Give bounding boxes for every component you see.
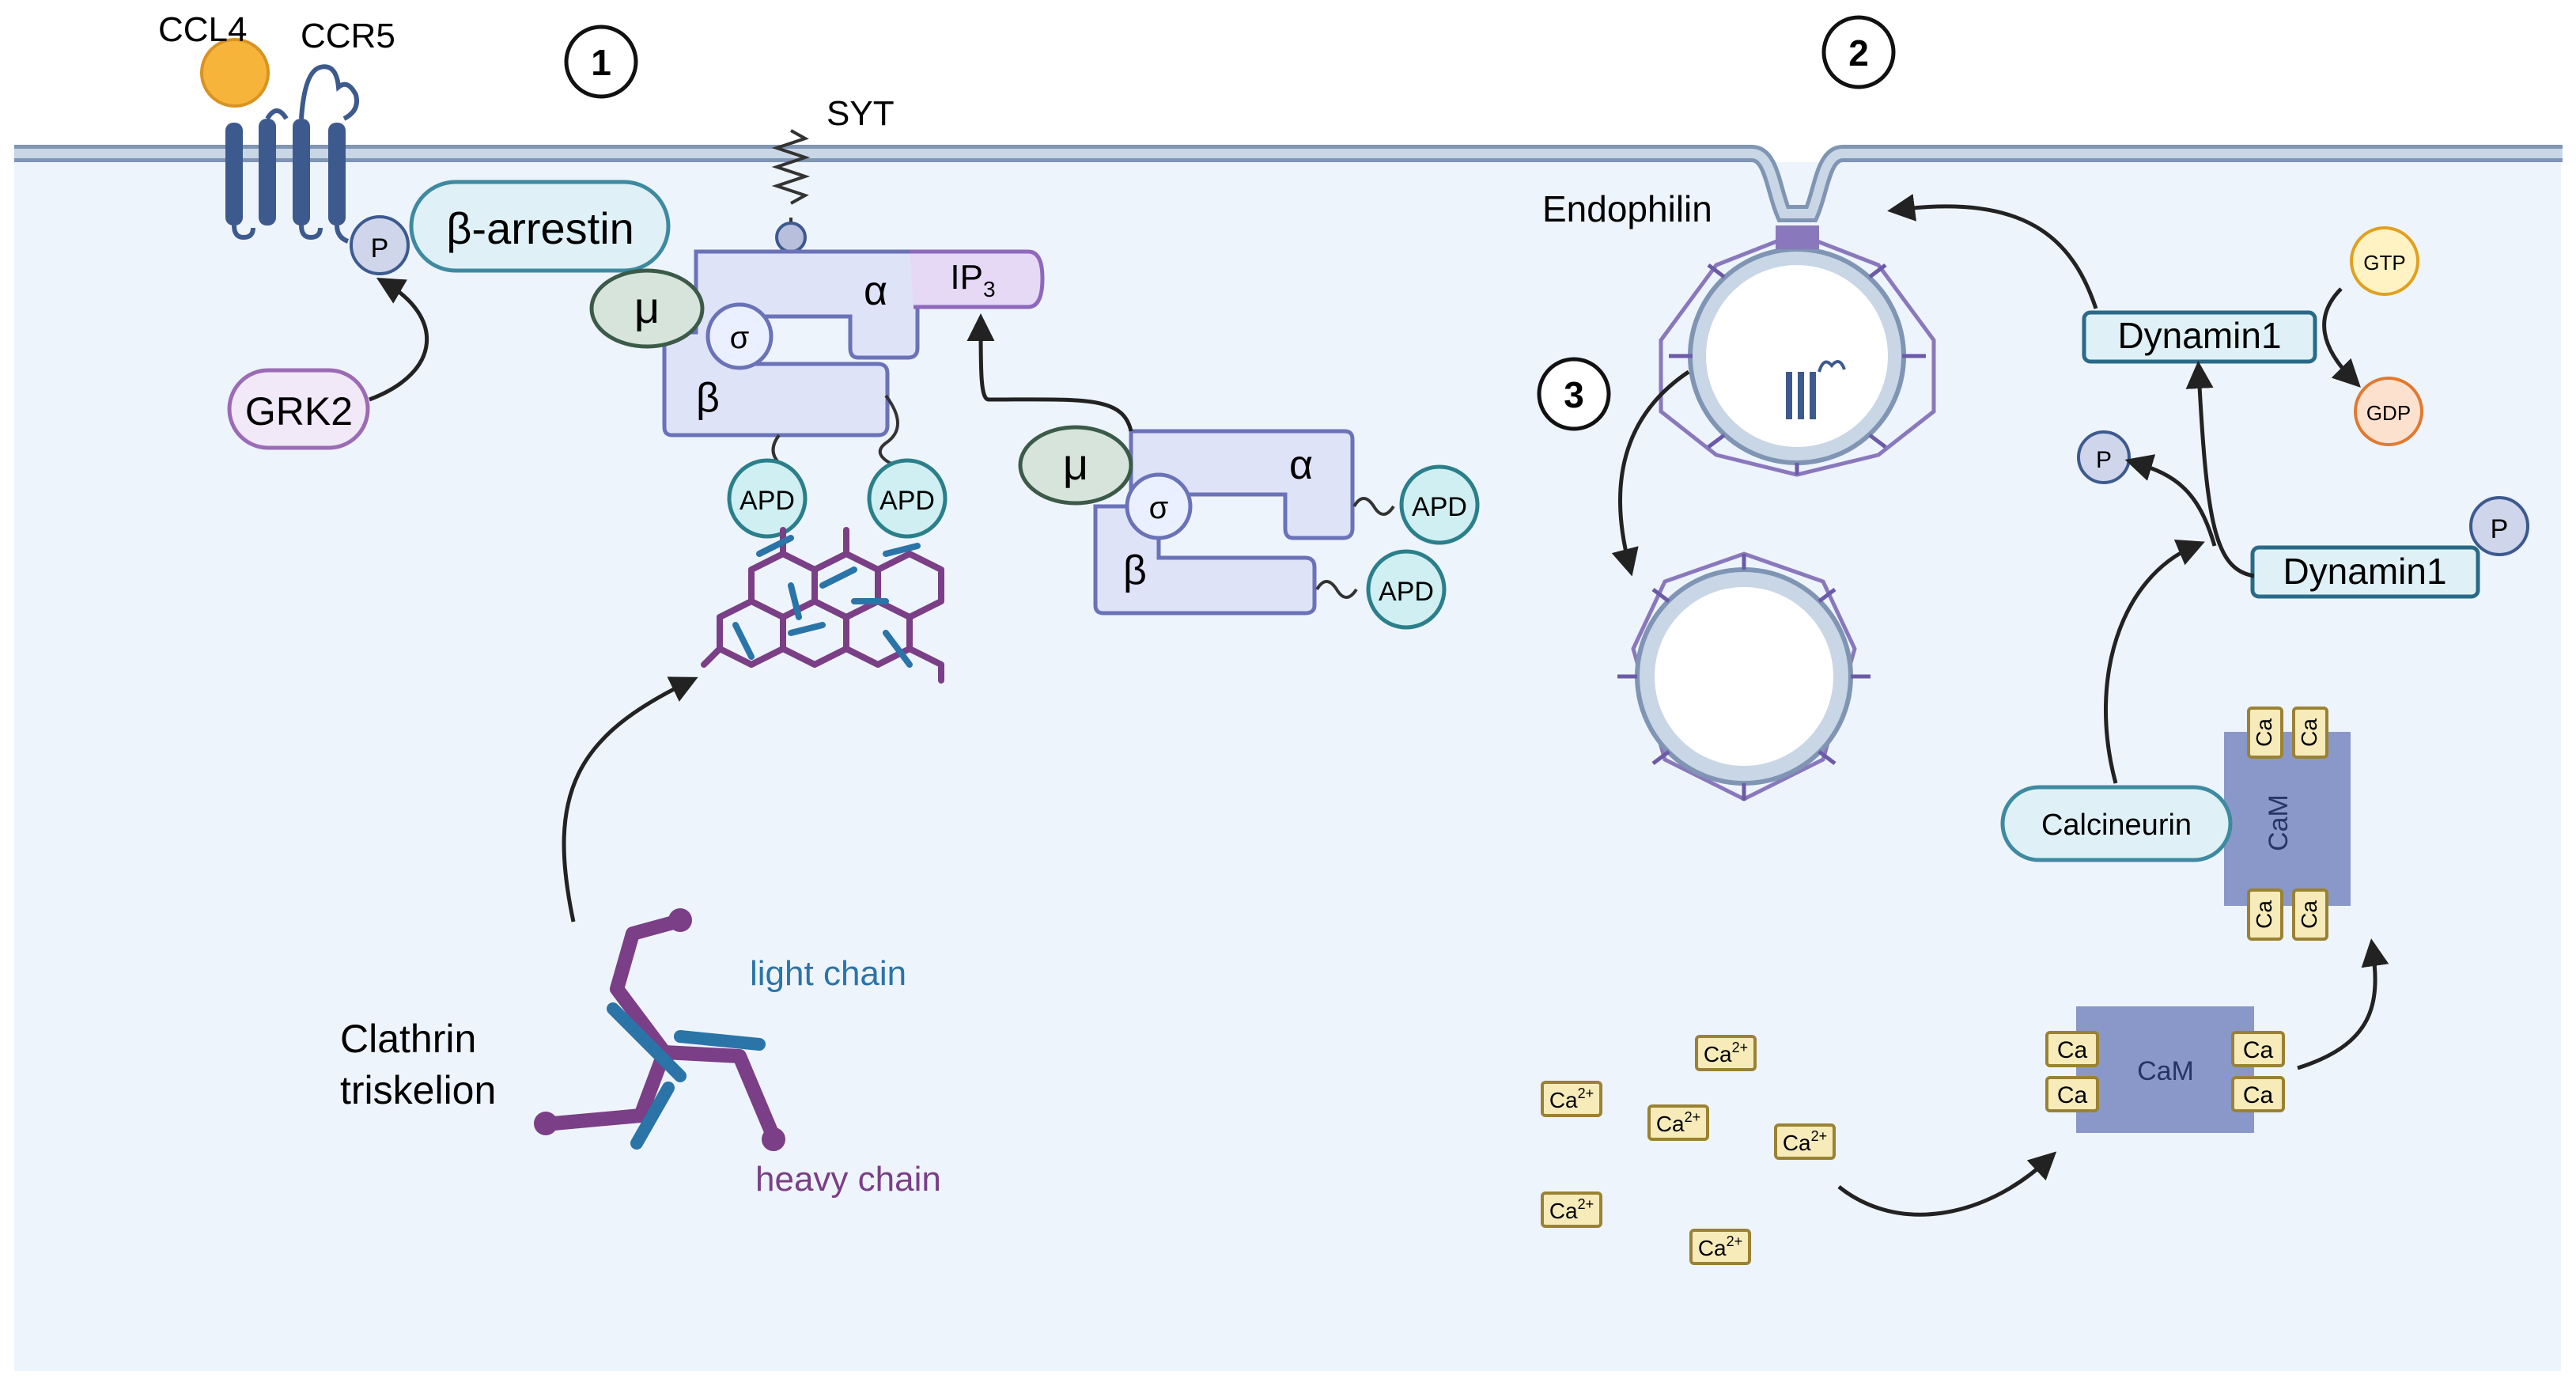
apd-right: APD: [867, 394, 948, 539]
svg-text:Ca2+: Ca2+: [1704, 1040, 1748, 1066]
svg-text:σ: σ: [730, 320, 750, 355]
svg-text:P: P: [2491, 514, 2509, 544]
svg-text:Ca2+: Ca2+: [1698, 1233, 1742, 1260]
svg-text:σ: σ: [1149, 491, 1169, 525]
ccl4-label: CCL4: [158, 10, 248, 49]
svg-text:μ: μ: [1063, 439, 1088, 489]
syt-label: SYT: [827, 94, 895, 133]
dynamin1-dephosphorylated: Dynamin1: [2082, 310, 2317, 364]
calcium-binding-arrow: [1837, 1151, 2057, 1217]
svg-text:Ca: Ca: [2252, 900, 2276, 929]
svg-text:IP3: IP3: [950, 258, 995, 301]
ccr5-receptor: [225, 64, 359, 244]
gdp: GDP: [2354, 377, 2423, 446]
endophilin-label: Endophilin: [1542, 188, 1712, 229]
syt: [771, 129, 811, 253]
svg-text:Ca: Ca: [2243, 1037, 2274, 1063]
budding-vesicle: [1659, 225, 1936, 477]
cytoplasm: [14, 162, 2561, 1371]
svg-text:1: 1: [591, 42, 611, 83]
grk2: GRK2: [227, 368, 370, 450]
svg-text:GRK2: GRK2: [245, 389, 353, 434]
ap2-to-ip3-arrow: [966, 313, 1133, 432]
apd-left: APD: [727, 434, 808, 539]
svg-text:Ca2+: Ca2+: [1549, 1196, 1594, 1223]
svg-text:Ca2+: Ca2+: [1656, 1109, 1700, 1136]
svg-text:μ: μ: [634, 282, 660, 332]
step-3-marker: 3: [1537, 357, 1611, 431]
dynamin1-phosphorylated: Dynamin1 P: [2250, 496, 2529, 599]
receptor-phosphate: P: [350, 215, 410, 275]
clathrin-triskelion: [534, 908, 785, 1151]
svg-text:2: 2: [1848, 32, 1869, 74]
triskelion-to-lattice-arrow: [562, 676, 698, 922]
svg-text:Ca: Ca: [2057, 1082, 2088, 1108]
svg-text:α: α: [1289, 442, 1313, 488]
svg-text:β: β: [696, 375, 720, 421]
vesicle-release-arrow: [1611, 369, 1690, 577]
svg-text:P: P: [2096, 447, 2112, 473]
clathrin-lattice: [701, 527, 944, 684]
svg-text:Ca2+: Ca2+: [1549, 1085, 1594, 1112]
step-2-marker: 2: [1821, 15, 1896, 89]
svg-text:APD: APD: [1412, 492, 1467, 522]
svg-text:Ca: Ca: [2243, 1082, 2274, 1108]
svg-text:Ca: Ca: [2297, 718, 2321, 747]
gtp-to-gdp-arrow: [2322, 287, 2361, 388]
svg-text:β: β: [1123, 547, 1147, 593]
clathrin-label: Clathrin triskelion: [340, 1017, 496, 1112]
plasma-membrane: [14, 145, 2563, 222]
ccl4-ligand: [200, 38, 270, 108]
step-1-marker: 1: [564, 25, 638, 99]
svg-text:CaM: CaM: [2137, 1056, 2194, 1086]
calcium-ion: Ca2+: [1695, 1035, 1757, 1071]
free-vesicle: [1617, 551, 1871, 801]
dynamin-to-endophilin-arrow: [1887, 194, 2098, 309]
cam-horizontal: CaM Ca Ca Ca Ca: [2045, 1006, 2285, 1133]
calcium-ion: Ca2+: [1541, 1081, 1602, 1117]
svg-text:3: 3: [1564, 374, 1584, 415]
beta-arrestin: β-arrestin: [409, 180, 671, 273]
svg-text:Dynamin1: Dynamin1: [2117, 315, 2281, 356]
released-phosphate: P: [2077, 430, 2131, 484]
svg-text:P: P: [371, 233, 389, 263]
calcium-ion: Ca2+: [1689, 1229, 1751, 1265]
ap2-complex-free: μ σ α β: [1018, 425, 1355, 616]
apd-free-upper: APD: [1352, 464, 1480, 545]
svg-text:Ca2+: Ca2+: [1783, 1128, 1827, 1155]
calcineurin-to-dynamin-arrow: [2104, 540, 2205, 784]
light-chain-label: light chain: [750, 954, 906, 993]
cam-activation-arrow: [2297, 938, 2389, 1070]
cam-vertical: CaM Ca Ca Ca Ca: [2224, 707, 2351, 941]
ccr5-label: CCR5: [301, 17, 395, 55]
svg-text:GDP: GDP: [2366, 401, 2411, 425]
svg-text:APD: APD: [1379, 577, 1434, 607]
grk2-to-phosphate-arrow: [369, 277, 429, 402]
svg-text:β-arrestin: β-arrestin: [446, 203, 634, 253]
calcium-ion: Ca2+: [1541, 1191, 1602, 1228]
svg-text:Ca: Ca: [2252, 718, 2276, 747]
svg-text:CaM: CaM: [2264, 794, 2294, 851]
calcineurin: Calcineurin: [2000, 785, 2233, 862]
svg-text:Calcineurin: Calcineurin: [2041, 809, 2192, 842]
svg-text:Ca: Ca: [2297, 900, 2321, 929]
ap2-complex-membrane: μ σ α β IP3: [589, 249, 1045, 438]
heavy-chain-label: heavy chain: [755, 1160, 941, 1199]
calcium-ion: Ca2+: [1647, 1104, 1709, 1141]
phosphate-release-arrow: [2124, 454, 2217, 547]
dephosphorylation-arrow: [2185, 361, 2255, 578]
svg-text:APD: APD: [879, 486, 935, 516]
svg-text:GTP: GTP: [2363, 251, 2405, 275]
apd-free-lower: APD: [1315, 549, 1447, 630]
svg-text:α: α: [864, 268, 887, 314]
svg-text:Dynamin1: Dynamin1: [2283, 551, 2446, 592]
svg-text:Ca: Ca: [2057, 1037, 2088, 1063]
calcium-ion: Ca2+: [1774, 1123, 1836, 1160]
svg-text:APD: APD: [740, 486, 795, 516]
gtp: GTP: [2350, 226, 2419, 296]
